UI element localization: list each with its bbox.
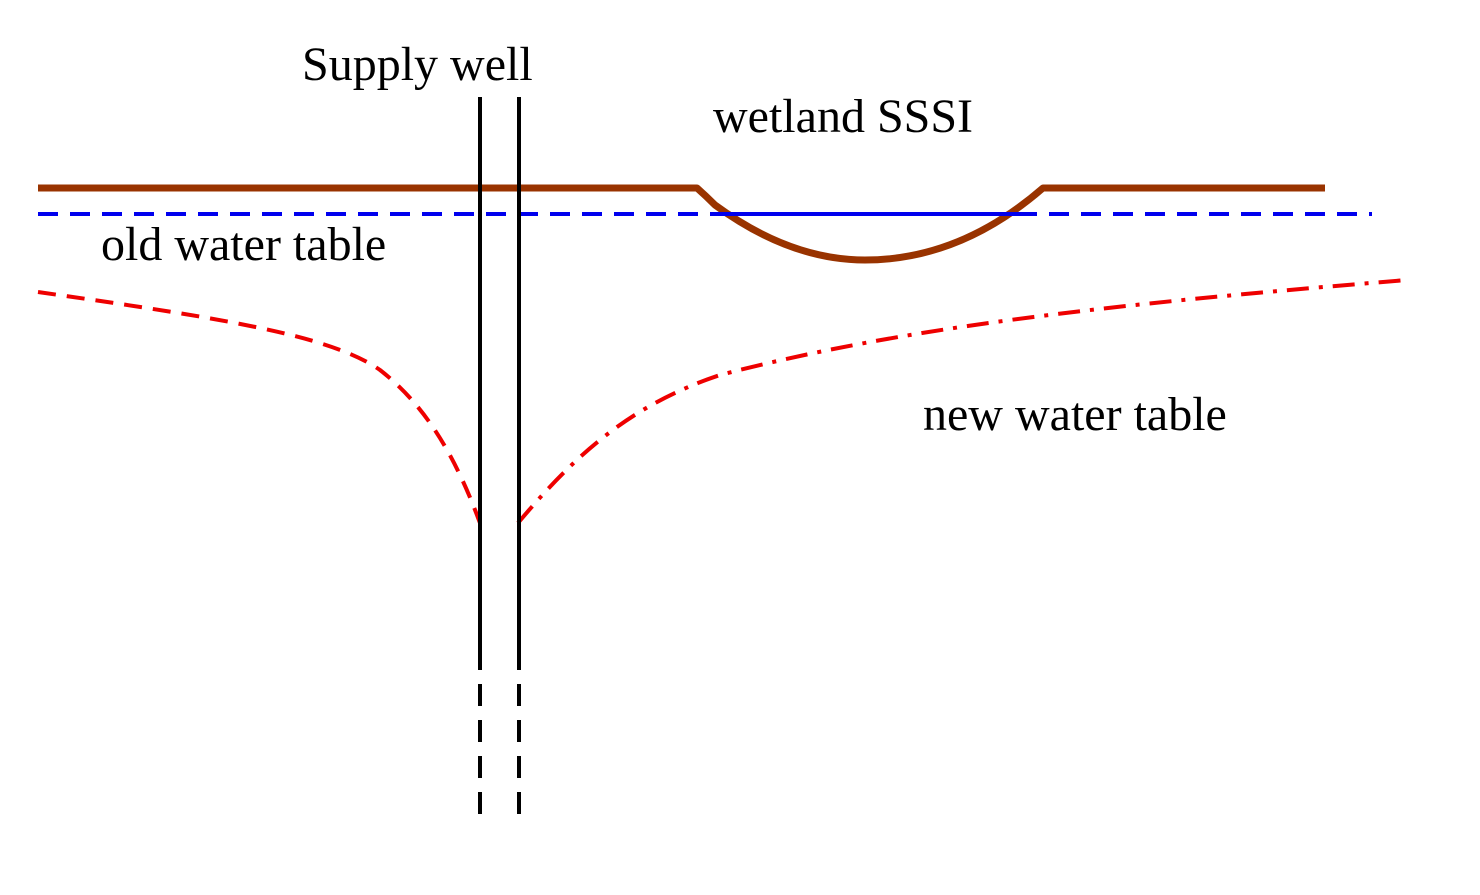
wetland-label: wetland SSSI — [713, 90, 973, 143]
ground-surface — [38, 184, 1325, 264]
new-water-table-right — [516, 278, 1408, 525]
new-water-table-left — [37, 290, 482, 524]
new-water-table-label: new water table — [923, 388, 1227, 441]
supply-well-label: Supply well — [302, 38, 533, 91]
old-water-table-label: old water table — [101, 218, 386, 271]
